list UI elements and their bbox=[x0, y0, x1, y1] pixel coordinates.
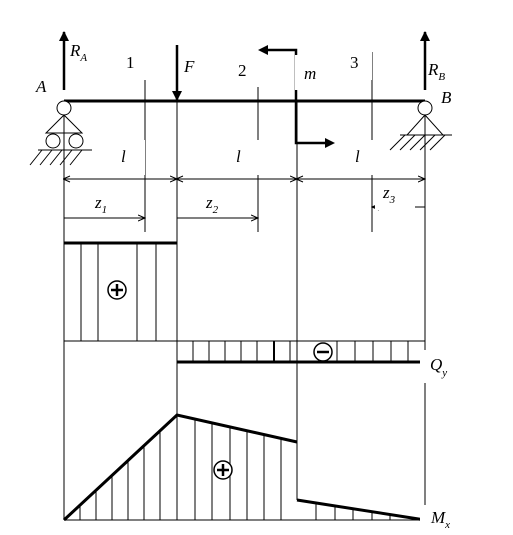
support-a bbox=[29, 100, 92, 166]
label-z1: z1 bbox=[94, 193, 107, 216]
label-l3: l bbox=[355, 147, 360, 166]
moment-curve bbox=[62, 413, 298, 522]
label-m: m bbox=[304, 64, 316, 83]
label-l2: l bbox=[236, 147, 241, 166]
label-b: B bbox=[441, 88, 452, 107]
label-ra: RA bbox=[69, 41, 87, 64]
label-f: F bbox=[183, 57, 195, 76]
label-qy: Qy bbox=[430, 355, 447, 379]
label-z3: z3 bbox=[382, 183, 396, 206]
dimension-lines bbox=[64, 179, 425, 218]
label-mx: Mx bbox=[430, 508, 450, 531]
label-section-1: 1 bbox=[126, 53, 135, 72]
moment-curve-right bbox=[296, 498, 426, 522]
shear-diagram bbox=[64, 241, 425, 364]
label-a: A bbox=[35, 77, 47, 96]
plus-sign-m bbox=[213, 460, 233, 480]
minus-sign-q bbox=[313, 342, 333, 362]
label-l1: l bbox=[121, 147, 126, 166]
label-section-2: 2 bbox=[238, 61, 247, 80]
label-section-3: 3 bbox=[350, 53, 359, 72]
label-rb: RB bbox=[427, 60, 445, 83]
moment-diagram bbox=[62, 413, 426, 522]
label-z2: z2 bbox=[205, 193, 219, 216]
plus-sign-q bbox=[107, 280, 127, 300]
support-b bbox=[389, 100, 452, 151]
